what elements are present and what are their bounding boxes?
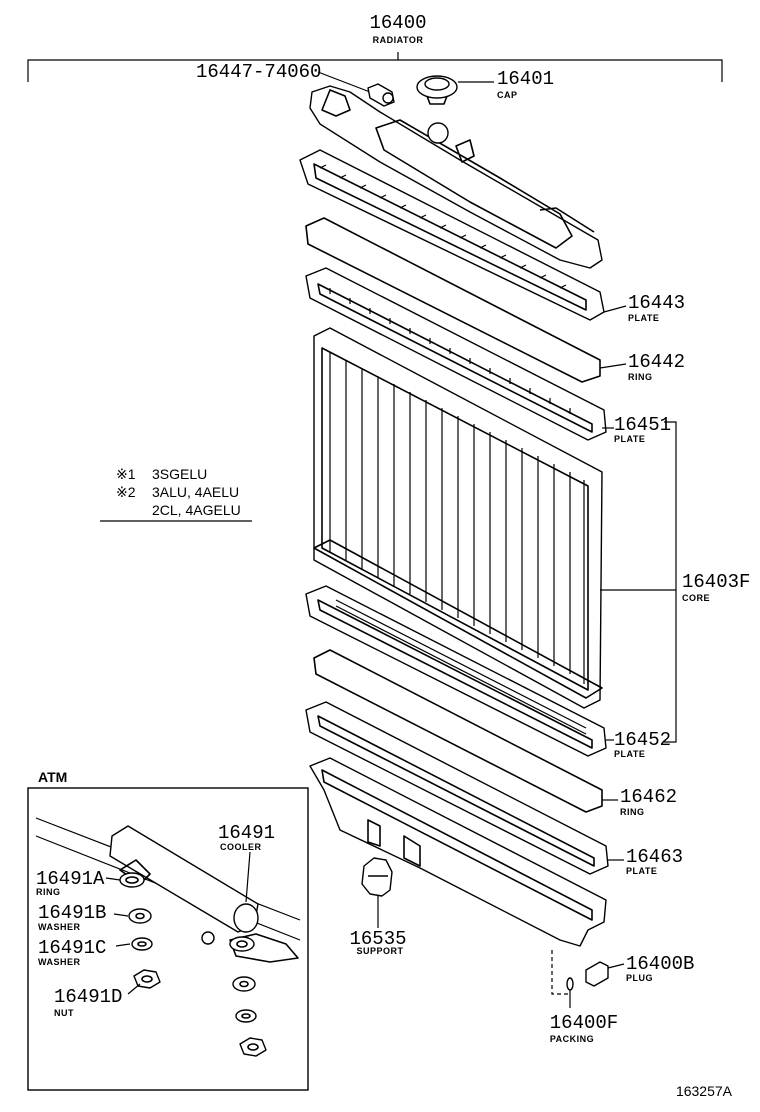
plug-part-number: 16400B — [626, 953, 694, 975]
atm-ring-shape — [119, 872, 145, 888]
atm-nut-leader — [127, 983, 141, 995]
support-part-number: 16535 — [349, 928, 406, 950]
upper-header-plate-shape — [305, 267, 607, 441]
note-2-mark: ※2 — [116, 484, 136, 500]
atm-washer-c-name: WASHER — [38, 957, 81, 967]
plate-lower-part-number: 16463 — [626, 846, 683, 868]
atm-cooler-shape — [35, 817, 301, 963]
ring-upper-name: RING — [628, 372, 653, 382]
upper-tank-shape — [309, 85, 603, 269]
atm-washer-c-shape — [131, 937, 153, 951]
atm-washer-b-part-number: 16491B — [38, 902, 106, 924]
cooler-leader — [245, 851, 251, 903]
ring-lower-part-number: 16462 — [620, 786, 677, 808]
radiator-cap-shape — [416, 75, 458, 105]
drain-plug-shape — [585, 961, 609, 987]
atm-title: ATM — [38, 769, 67, 785]
note-1-text: 3SGELU — [152, 466, 207, 482]
core-bracket — [664, 421, 677, 743]
plate-lower-name: PLATE — [626, 866, 657, 876]
plate-core-bottom-name: PLATE — [614, 749, 645, 759]
plug-leader — [607, 963, 625, 969]
plate-core-bottom-part-number: 16452 — [614, 729, 671, 751]
radiator-name: RADIATOR — [373, 35, 424, 45]
atm-washer-b-leader — [113, 913, 129, 917]
radiator-assembly-bracket — [27, 52, 723, 82]
packing-dashed-leader — [551, 950, 570, 995]
plate-core-top-name: PLATE — [614, 434, 645, 444]
note-1-mark: ※1 — [116, 466, 136, 482]
cap-part-number: 16401 — [497, 68, 554, 90]
ring-upper-leader — [599, 363, 627, 369]
note-3-text: 2CL, 4AGELU — [152, 502, 241, 518]
packing-shape — [566, 977, 574, 991]
atm-washer-b-name: WASHER — [38, 922, 81, 932]
plate-core-top-part-number: 16451 — [614, 414, 671, 436]
figure-id: 163257A — [676, 1083, 733, 1099]
radiator-part-number: 16400 — [369, 12, 426, 34]
cap-name: CAP — [497, 90, 518, 100]
note-2-text: 3ALU, 4AELU — [152, 484, 239, 500]
lower-tank-seat-shape — [305, 701, 609, 875]
core-name: CORE — [682, 593, 710, 603]
plate-upper-leader — [603, 305, 627, 313]
atm-inset-frame — [27, 787, 309, 1091]
atm-ring-name: RING — [36, 887, 61, 897]
atm-washer-c-part-number: 16491C — [38, 937, 106, 959]
bolt-leader — [317, 71, 371, 93]
ring-lower-name: RING — [620, 807, 645, 817]
bolt-part-number: 16447-74060 — [196, 61, 321, 83]
radiator-core-shape — [313, 327, 603, 709]
support-name: SUPPORT — [356, 946, 403, 956]
lower-ring-shape — [313, 649, 603, 813]
lower-tank-shape — [309, 757, 607, 947]
plate-upper-name: PLATE — [628, 313, 659, 323]
applicability-notes: ※1 3SGELU ※2 3ALU, 4AELU 2CL, 4AGELU — [100, 466, 252, 522]
cooler-name: COOLER — [220, 842, 262, 852]
atm-ring-part-number: 16491A — [36, 868, 105, 890]
support-shape — [361, 857, 393, 897]
cooler-part-number: 16491 — [218, 822, 275, 844]
atm-ring-leader — [105, 877, 121, 881]
atm-right-fastener-stack — [229, 936, 267, 1057]
plug-name: PLUG — [626, 973, 653, 983]
atm-nut-part-number: 16491D — [54, 986, 122, 1008]
atm-washer-c-leader — [115, 943, 131, 947]
drain-bolt-shape — [367, 83, 395, 107]
atm-nut-name: NUT — [54, 1008, 74, 1018]
packing-name: PACKING — [550, 1034, 594, 1044]
lower-core-plate-shape — [305, 585, 607, 757]
core-part-number: 16403F — [682, 571, 750, 593]
packing-part-number: 16400F — [550, 1012, 618, 1034]
upper-ring-shape — [305, 217, 601, 383]
atm-washer-b-shape — [128, 908, 152, 924]
plate-upper-part-number: 16443 — [628, 292, 685, 314]
ring-upper-part-number: 16442 — [628, 351, 685, 373]
